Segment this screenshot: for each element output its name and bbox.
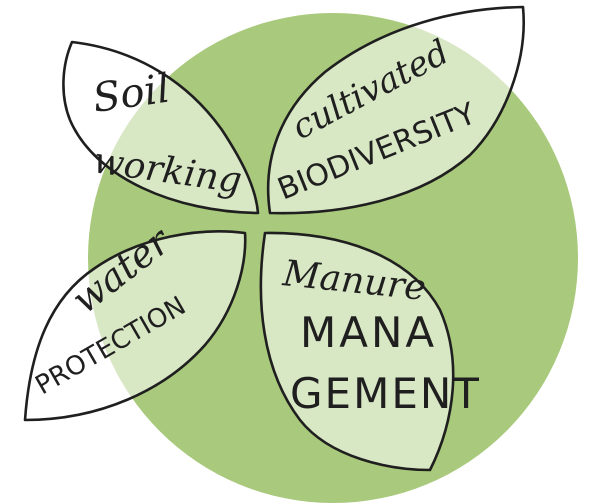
leaf-soil-working: Soil working [62, 40, 260, 215]
leaf-water-protection-outline [23, 230, 247, 422]
leaf-cultivated-biodiversity: cultivated BIODIVERSITY [266, 5, 525, 215]
leaf-manure-management-outline [259, 231, 455, 472]
management-line2: MANA [300, 308, 437, 357]
management-line3: GEMENT [290, 369, 481, 418]
leaf-manure-management: Manure MANA GEMENT [259, 231, 481, 472]
leaf-cultivated-biodiversity-outline [266, 5, 525, 215]
soil-working-line1: Soil [90, 66, 173, 122]
leaf-soil-working-outline [62, 40, 260, 215]
